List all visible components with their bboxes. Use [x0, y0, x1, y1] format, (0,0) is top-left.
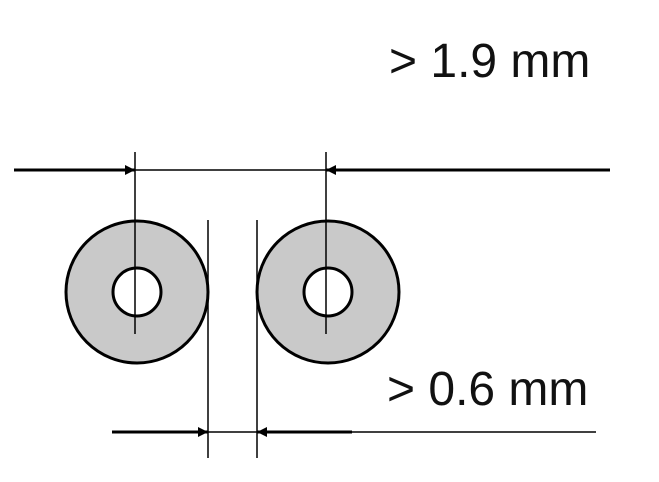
left-pad	[64, 219, 210, 365]
left-pad-hole	[111, 266, 163, 318]
gap-label: > 0.6 mm	[387, 363, 588, 416]
pitch-label: > 1.9 mm	[389, 35, 590, 88]
right-pad	[255, 219, 401, 365]
right-pad-hole	[302, 266, 354, 318]
